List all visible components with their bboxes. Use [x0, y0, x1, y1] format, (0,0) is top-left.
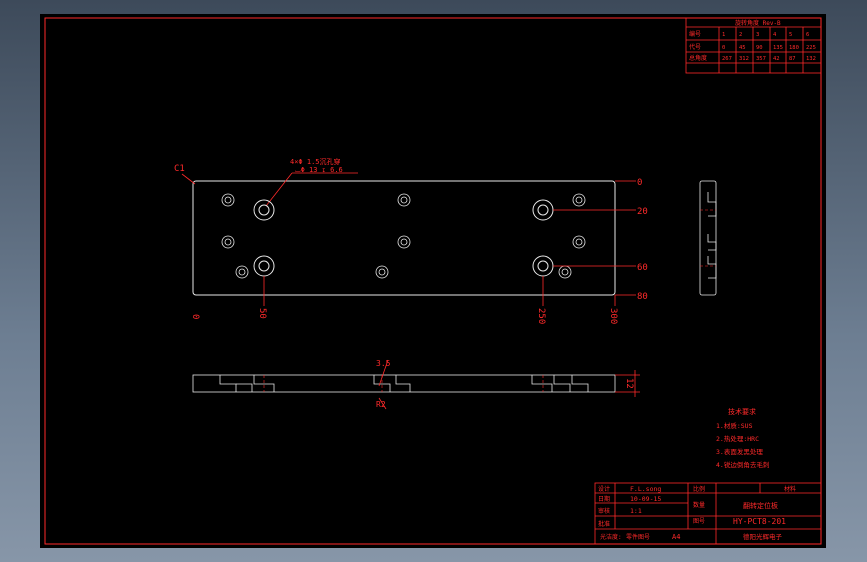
thickness-dim-lines — [615, 370, 640, 397]
dim-right-60: 60 — [637, 263, 648, 273]
ordinate-lines-bottom — [263, 276, 616, 306]
tb-qty-label: 数量 — [693, 501, 705, 509]
ordinate-lines-right — [553, 180, 636, 296]
revision-cell: 135 — [773, 45, 783, 51]
cb-depth-leader — [378, 359, 389, 387]
drawing-border — [44, 17, 822, 545]
revision-cell: 3 — [756, 32, 759, 38]
front-view-hidden-lines — [263, 375, 544, 392]
revision-cell: 87 — [789, 56, 796, 62]
cb-depth-label: 3.5 — [376, 359, 391, 368]
dim-bottom-300: 300 — [608, 308, 618, 324]
tb-drawing-number: HY-PCT8-201 — [733, 517, 786, 526]
cb-dia-leader — [378, 397, 387, 410]
dim-right-80: 80 — [637, 292, 648, 302]
tb-row-value: F.L.song — [630, 485, 661, 493]
small-holes — [221, 193, 586, 279]
revision-row-label: 编号 — [689, 30, 701, 38]
revision-row-label: 代号 — [689, 43, 701, 51]
dim-bottom-0: 0 — [190, 314, 200, 319]
revision-cell: 225 — [806, 45, 816, 51]
revision-row-label: 总角度 — [689, 54, 707, 62]
tech-note-3: 3.表面发黑处理 — [716, 447, 763, 456]
counterbore-holes — [253, 199, 554, 277]
tb-row-value: 10-09-15 — [630, 495, 661, 503]
tb-part-no-label: 零件图号 — [626, 533, 650, 541]
tb-row-label: 批准 — [598, 520, 610, 528]
side-view-hidden-lines — [700, 209, 716, 267]
callout-line-1: 4×Φ 1.5沉孔穿 — [290, 157, 341, 166]
revision-cell: 132 — [806, 56, 816, 62]
tech-note-1: 1.材质:SUS — [716, 421, 753, 430]
revision-cell: 267 — [722, 56, 732, 62]
revision-cell: 312 — [739, 56, 749, 62]
revision-cell: 357 — [756, 56, 766, 62]
plate-front-view — [192, 374, 616, 393]
tb-finish-label: 光洁度: — [600, 533, 622, 541]
plate-side-view — [699, 180, 717, 296]
revision-table-title: 旋转角度 Rev-B — [735, 19, 781, 27]
plate-top-view-outline — [192, 180, 616, 296]
chamfer-label: C1 — [174, 164, 185, 174]
tech-notes-title: 技术要求 — [728, 407, 756, 416]
tb-sheet-size: A4 — [672, 533, 680, 541]
dim-bottom-50: 50 — [257, 308, 267, 319]
revision-cell: 45 — [739, 45, 746, 51]
tb-row-label: 日期 — [598, 495, 610, 503]
tb-row-label: 设计 — [598, 485, 610, 493]
tb-company: 德阳光辉电子 — [743, 532, 783, 541]
tb-drawno-label: 图号 — [693, 518, 705, 525]
tb-scale-label: 比例 — [693, 485, 705, 493]
revision-cell: 1 — [722, 32, 725, 38]
tech-note-2: 2.热处理:HRC — [716, 434, 759, 443]
revision-cell: 90 — [756, 45, 763, 51]
tech-note-4: 4.锐边倒角去毛刺 — [716, 460, 769, 469]
cb-dia-label: R2 — [376, 400, 386, 409]
dim-right-20: 20 — [637, 207, 648, 217]
revision-cell: 4 — [773, 32, 777, 38]
dim-bottom-250: 250 — [536, 308, 546, 324]
dim-right-0: 0 — [637, 178, 642, 188]
title-block-rows: 设计 F.L.song 日期 10-09-15 审核 1:1 批准 — [598, 485, 661, 528]
chamfer-leader — [181, 173, 196, 185]
tb-row-value: 1:1 — [630, 507, 642, 515]
revision-cell: 180 — [789, 45, 799, 51]
title-block-frame — [594, 482, 822, 545]
dim-thickness: 12 — [624, 378, 634, 389]
revision-cell: 0 — [722, 45, 725, 51]
revision-cell: 2 — [739, 32, 742, 38]
revision-cell: 5 — [789, 32, 792, 38]
callout-line-2: ⌴Φ 13 ↧ 6.6 — [295, 166, 343, 174]
tb-row-label: 审核 — [598, 507, 610, 515]
revision-cell: 42 — [773, 56, 780, 62]
callout-leader — [265, 172, 293, 207]
revision-table — [685, 17, 822, 74]
revision-cell: 6 — [806, 32, 809, 38]
tb-material-header: 材料 — [784, 485, 796, 493]
tb-part-name: 翻转定位板 — [743, 501, 778, 510]
